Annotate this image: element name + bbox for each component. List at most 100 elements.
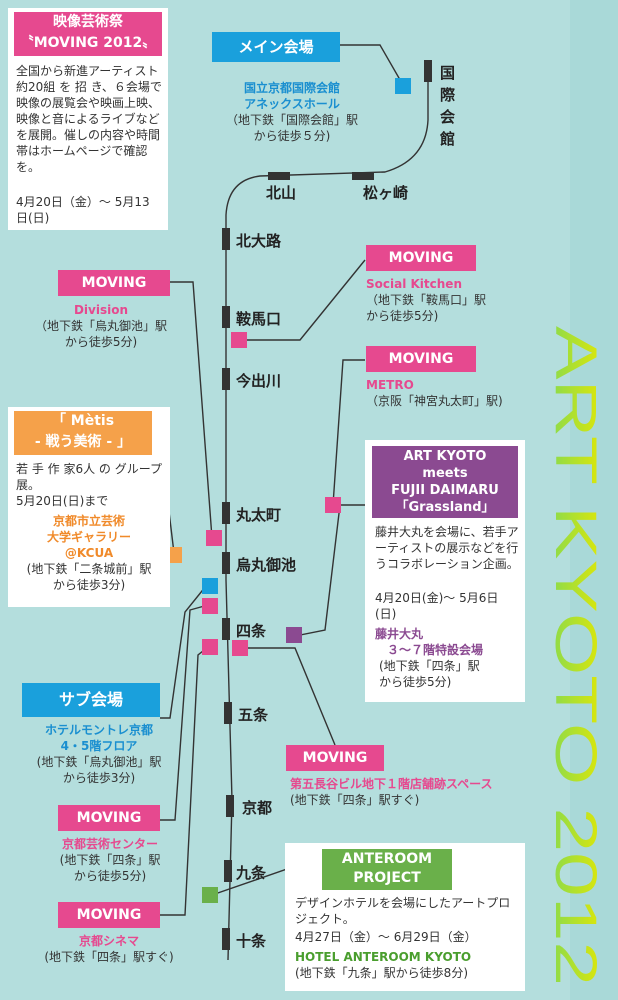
station-tick-matsugasaki	[352, 172, 374, 180]
main-venue-access-line1: （地下鉄「国際会館」駅	[225, 113, 358, 127]
anteroom-card: ANTEROOM PROJECT デザインホテルを会場にしたアートプロジェクト。…	[285, 843, 525, 991]
grassland-label: ART KYOTO meets FUJII DAIMARU 「Grassland…	[372, 446, 518, 518]
sub-venue-connector	[160, 585, 207, 719]
grassland-name-line2: ３～７階特設会場	[387, 643, 484, 657]
anteroom-body: デザインホテルを会場にしたアートプロジェクト。	[295, 896, 511, 926]
art-center-connector	[160, 604, 209, 821]
grassland-body: 藤井大丸を会場に、若手アーティストの展示などを行うコラボレーション企画。	[375, 525, 519, 571]
social-kitchen-name: Social Kitchen	[366, 277, 462, 291]
main-venue-name-line2: アネックスホール	[244, 97, 340, 111]
festival-label-line2: 〝MOVING 2012〟	[19, 35, 157, 51]
metis-dates: 5月20日(日)まで	[16, 494, 109, 508]
division-access-line2: から徒歩5分)	[64, 335, 138, 349]
metis-access-line2: から徒歩3分)	[52, 578, 126, 592]
gobancho-marker[interactable]	[232, 640, 248, 656]
festival-label: 映像芸術祭 〝MOVING 2012〟	[14, 12, 162, 56]
station-imadegawa: 今出川	[236, 372, 282, 390]
cinema-label: MOVING	[58, 902, 160, 928]
cinema-access: (地下鉄「四条」駅すぐ)	[44, 950, 174, 964]
metro-info: METRO （京阪「神宮丸太町」駅)	[366, 377, 536, 409]
social-kitchen-info: Social Kitchen （地下鉄「鞍馬口」駅 から徒歩5分)	[366, 276, 526, 324]
metro-connector	[332, 359, 365, 506]
art-center-marker[interactable]	[202, 598, 218, 614]
gobancho-info: 第五長谷ビル地下１階店舗跡スペース (地下鉄「四条」駅すぐ)	[290, 776, 540, 808]
festival-label-line1: 映像芸術祭	[53, 14, 123, 30]
division-marker[interactable]	[206, 530, 222, 546]
station-shijo: 四条	[236, 622, 267, 640]
division-connector	[170, 281, 213, 539]
festival-card: 映像芸術祭 〝MOVING 2012〟 全国から新進アーティスト 約20組 を …	[8, 8, 168, 230]
metis-marker[interactable]	[166, 547, 182, 563]
station-kokusaikaikan: 国際会館	[440, 64, 456, 148]
metro-label: MOVING	[366, 346, 476, 372]
festival-body: 全国から新進アーティスト 約20組 を 招 き、６会場で映像の展覧会や映画上映、…	[16, 64, 162, 174]
metis-name-line3: @KCUA	[64, 546, 114, 560]
metro-access: （京阪「神宮丸太町」駅)	[366, 394, 503, 408]
station-gojo: 五条	[238, 706, 269, 724]
social-kitchen-marker[interactable]	[231, 332, 247, 348]
station-kuramaguchi: 鞍馬口	[236, 310, 282, 328]
grassland-marker[interactable]	[286, 627, 302, 643]
metro-name: METRO	[366, 378, 414, 392]
station-tick-imadegawa	[222, 368, 230, 390]
anteroom-label-line1: ANTEROOM	[341, 851, 433, 867]
social-kitchen-access-line2: から徒歩5分)	[366, 309, 439, 323]
station-tick-jujo	[222, 928, 230, 950]
station-tick-karasumaoike	[222, 552, 230, 574]
station-tick-kokusaikaikan	[424, 60, 432, 82]
station-tick-marutamachi	[222, 502, 230, 524]
anteroom-label-line2: PROJECT	[353, 870, 421, 886]
art-kyoto-2012-title: ART KYOTO 2012	[548, 326, 608, 986]
grassland-name-line1: 藤井大丸	[375, 627, 424, 641]
station-jujo: 十条	[236, 932, 267, 950]
metro-marker[interactable]	[325, 497, 341, 513]
division-name: Division	[73, 303, 129, 317]
gobancho-connector	[240, 647, 336, 746]
gobancho-access: (地下鉄「四条」駅すぐ)	[290, 793, 420, 807]
art-center-access-line1: (地下鉄「四条」駅	[59, 853, 161, 867]
station-kitayama: 北山	[266, 184, 297, 202]
metis-name-line2: 大学ギャラリー	[46, 530, 131, 544]
main-venue-marker[interactable]	[395, 78, 411, 94]
sub-venue-label: サブ会場	[22, 683, 160, 717]
metis-label-line2: - 戦う美術 - 」	[34, 434, 132, 450]
division-label: MOVING	[58, 270, 170, 296]
art-center-access-line2: から徒歩5分)	[73, 869, 147, 883]
title-text: ART KYOTO 2012	[548, 326, 608, 986]
karasuma-line-track	[225, 75, 429, 961]
metis-label: 「 Mètis - 戦う美術 - 」	[14, 411, 152, 455]
station-marutamachi: 丸太町	[236, 506, 282, 524]
main-venue-connector	[340, 44, 404, 86]
metis-name-line1: 京都市立芸術	[52, 514, 125, 528]
station-tick-kitaoji	[222, 228, 230, 250]
grassland-access-line2: から徒歩5分)	[379, 675, 452, 689]
station-tick-gojo	[224, 702, 232, 724]
sub-venue-access-line2: から徒歩3分)	[62, 771, 136, 785]
metis-body: 若 手 作 家6人 の グループ展。	[16, 462, 162, 492]
grassland-label-line2: meets	[422, 466, 468, 481]
sub-venue-name-line1: ホテルモントレ京都	[44, 723, 153, 737]
art-center-label: MOVING	[58, 805, 160, 831]
station-kyoto: 京都	[242, 799, 273, 817]
grassland-card: ART KYOTO meets FUJII DAIMARU 「Grassland…	[365, 440, 525, 702]
metis-card: 「 Mètis - 戦う美術 - 」 若 手 作 家6人 の グループ展。 5月…	[8, 407, 170, 607]
division-access-line1: （地下鉄「烏丸御池」駅	[34, 319, 167, 333]
main-venue-name-line1: 国立京都国際会館	[243, 81, 340, 95]
grassland-connector	[294, 504, 370, 637]
cinema-marker[interactable]	[202, 639, 218, 655]
main-venue-label: メイン会場	[212, 32, 340, 62]
cinema-info: 京都シネマ (地下鉄「四条」駅すぐ)	[14, 933, 204, 965]
station-karasumaoike: 烏丸御池	[236, 556, 297, 574]
sub-venue-name-line2: 4・5階フロア	[60, 739, 138, 753]
station-tick-kujo	[224, 860, 232, 882]
anteroom-marker[interactable]	[202, 887, 218, 903]
gobancho-label: MOVING	[286, 745, 384, 771]
anteroom-name: HOTEL ANTEROOM KYOTO	[295, 950, 472, 964]
gobancho-name: 第五長谷ビル地下１階店舗跡スペース	[290, 777, 493, 791]
festival-dates: 4月20日（金）～ 5月13 日(日)	[16, 195, 150, 225]
cinema-name: 京都シネマ	[78, 934, 139, 948]
station-tick-kyoto	[226, 795, 234, 817]
station-tick-kitayama	[268, 172, 290, 180]
social-kitchen-connector	[240, 259, 366, 341]
sub-venue-marker[interactable]	[202, 578, 218, 594]
